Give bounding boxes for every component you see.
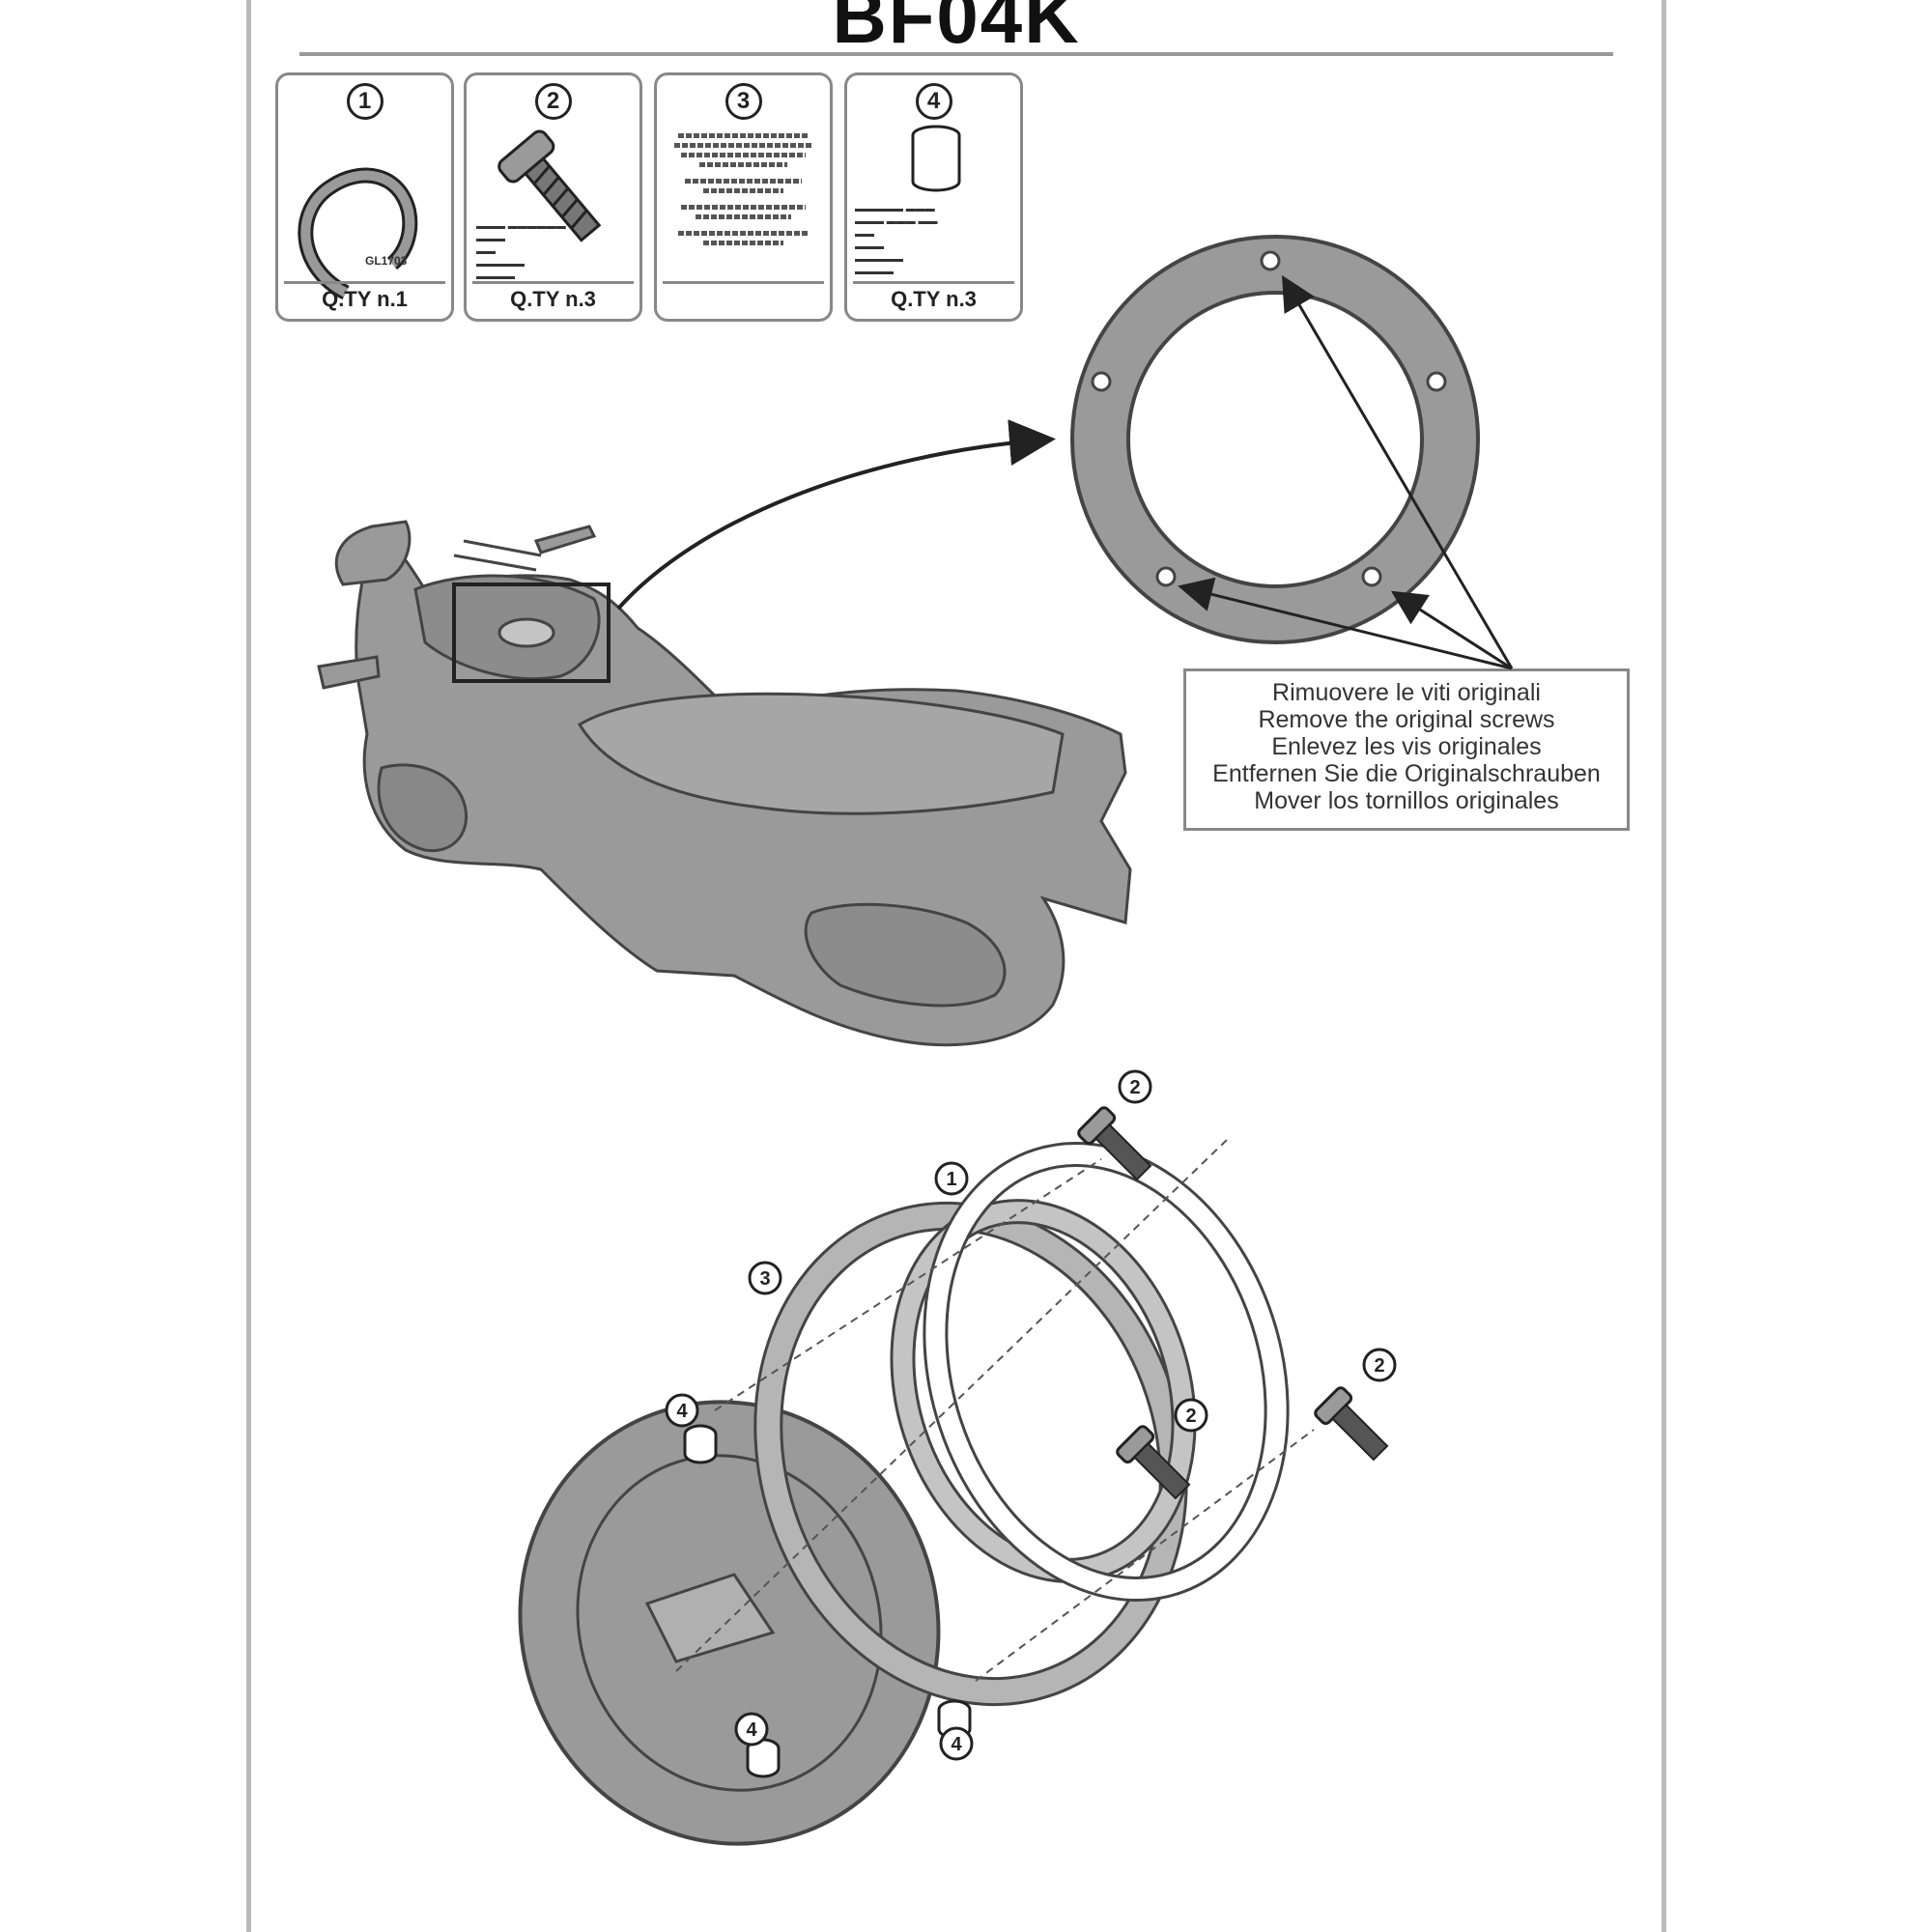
callout-line-de: Entfernen Sie die Originalschrauben [1212, 760, 1601, 787]
callout-line-fr: Enlevez les vis originales [1271, 733, 1542, 760]
part-code: GL1703 [365, 254, 408, 268]
callout-spacer-label: 4 [746, 1719, 757, 1741]
part-spec-text: ▬▬▬ ▬▬▬▬▬▬▬▬▬▬▬▬▬▬▬▬▬▬▬▬ [476, 221, 566, 282]
instructions-text-icon [670, 128, 816, 250]
exploded-assembly: 1 2 2 2 3 4 4 4 [518, 1069, 1397, 1846]
part-number: 3 [724, 83, 762, 120]
screw-icon [497, 129, 602, 242]
callout-line-es: Mover los tornillos originales [1254, 787, 1559, 814]
callout-spacer-label: 4 [676, 1401, 688, 1422]
part-number: 4 [915, 83, 952, 120]
part-number: 2 [534, 83, 572, 120]
page-title: BF04K [832, 0, 1081, 59]
part-box-3: 3 [654, 72, 833, 322]
callout-flange-label: 3 [759, 1268, 770, 1290]
callout-screw-label: 2 [1129, 1077, 1140, 1098]
motorcycle-illustration [317, 520, 1132, 1047]
part-box-4: 4 ▬▬▬▬▬ ▬▬▬▬▬▬ ▬▬▬ ▬▬▬▬▬▬▬▬▬▬▬▬▬▬▬▬ Q.TY… [844, 72, 1023, 322]
fixing-ring-icon [298, 167, 418, 300]
callout-line-it: Rimuovere le viti originali [1272, 679, 1541, 706]
tank-flange-detail [1070, 235, 1514, 670]
title-divider [299, 52, 1613, 56]
callout-screw-label: 2 [1374, 1355, 1384, 1377]
part-box-1: 1 GL1703 Q.TY n.1 [275, 72, 454, 322]
part-quantity [663, 281, 824, 313]
remove-screws-callout: Rimuovere le viti originali Remove the o… [1183, 668, 1630, 831]
part-quantity: Q.TY n.1 [284, 281, 445, 313]
callout-ring-label: 1 [946, 1169, 956, 1190]
part-box-2: 2 ▬▬▬ ▬▬▬▬▬▬▬▬▬▬▬▬▬▬▬▬▬▬▬▬ Q.TY n.3 [464, 72, 642, 322]
spacer-bushing-icon [911, 125, 961, 192]
part-quantity: Q.TY n.3 [472, 281, 634, 313]
callout-spacer-label: 4 [951, 1734, 962, 1755]
part-quantity: Q.TY n.3 [853, 281, 1014, 313]
callout-screw-label: 2 [1185, 1406, 1196, 1427]
callout-line-en: Remove the original screws [1258, 706, 1555, 733]
part-spec-text: ▬▬▬▬▬ ▬▬▬▬▬▬ ▬▬▬ ▬▬▬▬▬▬▬▬▬▬▬▬▬▬▬▬ [855, 204, 938, 277]
part-number: 1 [346, 83, 384, 120]
